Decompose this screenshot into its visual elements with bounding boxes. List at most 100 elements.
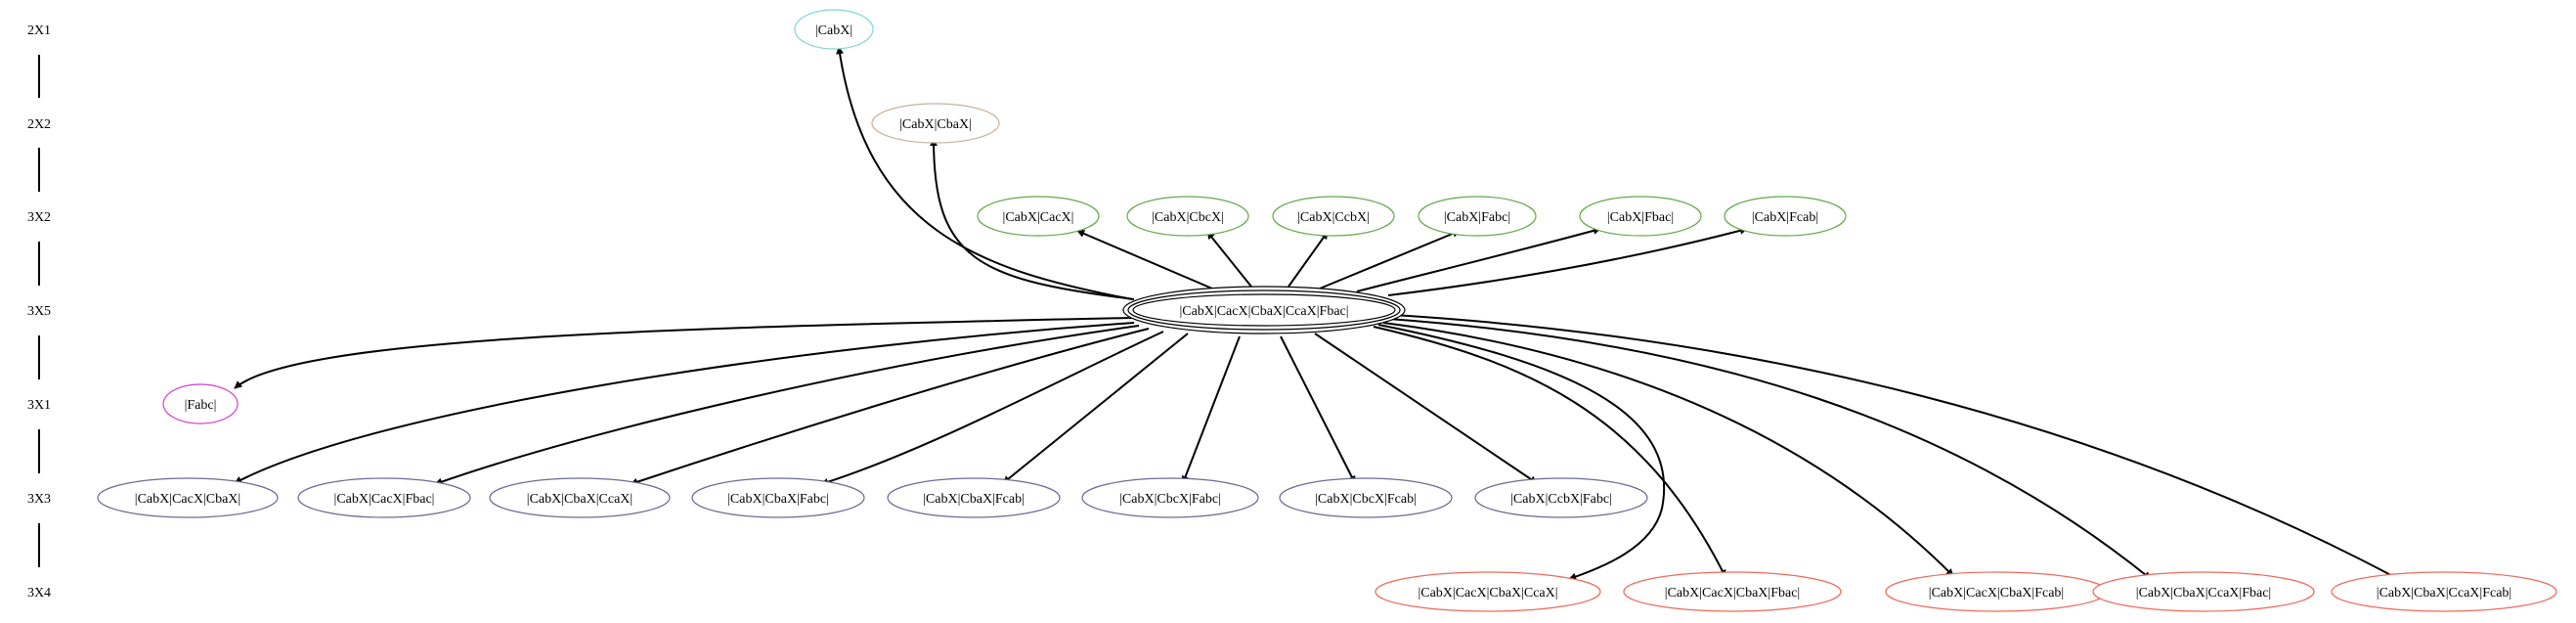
node-2x2-shape: [871, 103, 1000, 144]
edge-center-to-t5: [1392, 314, 2401, 581]
node-center-inner-ring: [1132, 293, 1396, 327]
rank-label-3x4: 3X4: [27, 586, 51, 601]
edge-center-to-s5: [1002, 333, 1189, 484]
edge-center-to-s4: [820, 331, 1164, 486]
node-t1-shape: [1375, 571, 1601, 612]
node-t1-label: |CabX|CacX|CbaX|CcaX|: [1418, 586, 1557, 601]
edge-center-to-s8: [1314, 333, 1538, 484]
edge-center-to-g4: [1319, 230, 1461, 289]
node-s2-shape: [297, 477, 471, 518]
node-s2-label: |CabX|CacX|Fbac|: [334, 492, 435, 507]
edge-center-to-s3: [630, 328, 1150, 486]
node-t1[interactable]: |CabX|CacX|CbaX|CcaX|: [1375, 571, 1601, 612]
node-g4-shape: [1418, 196, 1537, 237]
node-g6-shape: [1724, 196, 1847, 237]
node-s3[interactable]: |CabX|CbaX|CcaX|: [489, 477, 671, 518]
edge-center-to-2x2: [930, 138, 1135, 300]
node-t5-label: |CabX|CbaX|CcaX|Fcab|: [2377, 586, 2511, 601]
edge-center-to-s1: [234, 322, 1135, 484]
node-center-label: |CabX|CacX|CbaX|CcaX|Fbac|: [1179, 304, 1348, 319]
edge-center-to-m1: [234, 317, 1133, 389]
rank-axis: 2X1 2X2 3X2 3X5 3X1 3X3 3X4: [27, 23, 51, 601]
node-2x1-shape: [794, 9, 874, 50]
node-s4[interactable]: |CabX|CbaX|Fabc|: [691, 477, 865, 518]
edge-center-to-g2: [1206, 231, 1252, 288]
node-g2[interactable]: |CabX|CbcX|: [1126, 196, 1249, 237]
node-t5[interactable]: |CabX|CbaX|CcaX|Fcab|: [2331, 571, 2557, 612]
rank-label-2x2: 2X2: [27, 117, 51, 132]
node-g4-label: |CabX|Fabc|: [1444, 210, 1510, 225]
node-s1-label: |CabX|CacX|CbaX|: [135, 492, 240, 507]
node-g2-shape: [1126, 196, 1249, 237]
node-g5-label: |CabX|Fbac|: [1607, 210, 1674, 225]
node-s8-shape: [1474, 477, 1648, 518]
node-t2-label: |CabX|CacX|CbaX|Fbac|: [1665, 586, 1800, 601]
node-g1-shape: [977, 196, 1100, 237]
node-2x1-label: |CabX|: [815, 23, 852, 38]
node-t3[interactable]: |CabX|CacX|CbaX|Fcab|: [1885, 571, 2108, 612]
node-s3-label: |CabX|CbaX|CcaX|: [527, 492, 633, 507]
node-t4[interactable]: |CabX|CbaX|CcaX|Fbac|: [2092, 571, 2315, 612]
edge-center-to-g5: [1356, 227, 1601, 292]
edge-center-to-s6: [1181, 335, 1241, 484]
node-center[interactable]: |CabX|CacX|CbaX|CcaX|Fbac|: [1122, 286, 1406, 334]
node-2x1[interactable]: |CabX|: [794, 9, 874, 50]
edge-center-to-g1: [1076, 230, 1213, 289]
node-t4-shape: [2092, 571, 2315, 612]
node-g6-label: |CabX|Fcab|: [1752, 210, 1818, 225]
rank-label-3x1: 3X1: [27, 398, 51, 413]
node-s7[interactable]: |CabX|CbcX|Fcab|: [1279, 477, 1453, 518]
node-m1-shape: [162, 383, 239, 424]
nodes: |CabX| |CabX|CbaX| |CabX|CacX| |CabX|Cbc…: [97, 9, 2557, 612]
node-s8[interactable]: |CabX|CcbX|Fabc|: [1474, 477, 1648, 518]
node-t4-label: |CabX|CbaX|CcaX|Fbac|: [2136, 586, 2271, 601]
node-g6[interactable]: |CabX|Fcab|: [1724, 196, 1847, 237]
node-t2-shape: [1623, 571, 1842, 612]
rank-label-3x2: 3X2: [27, 210, 51, 225]
edge-center-to-2x1: [836, 46, 1133, 300]
node-g5-shape: [1579, 196, 1702, 237]
node-m1-label: |Fabc|: [185, 398, 217, 413]
node-g3-shape: [1272, 196, 1395, 237]
node-s5-label: |CabX|CbaX|Fcab|: [923, 492, 1025, 507]
node-s5-shape: [887, 477, 1061, 518]
node-m1[interactable]: |Fabc|: [162, 383, 239, 424]
node-g1-label: |CabX|CacX|: [1003, 210, 1074, 225]
node-t3-label: |CabX|CacX|CbaX|Fcab|: [1929, 586, 2064, 601]
edge-center-to-t2: [1373, 326, 1726, 578]
node-g3-label: |CabX|CcbX|: [1297, 210, 1370, 225]
node-s6[interactable]: |CabX|CbcX|Fabc|: [1081, 477, 1259, 518]
edges: [234, 46, 2401, 581]
rank-label-3x5: 3X5: [27, 304, 51, 319]
node-s3-shape: [489, 477, 671, 518]
node-s7-label: |CabX|CbcX|Fcab|: [1315, 492, 1417, 507]
node-s2[interactable]: |CabX|CacX|Fbac|: [297, 477, 471, 518]
edge-center-to-t3: [1382, 322, 1954, 577]
node-g1[interactable]: |CabX|CacX|: [977, 196, 1100, 237]
rank-label-3x3: 3X3: [27, 492, 51, 507]
node-t2[interactable]: |CabX|CacX|CbaX|Fbac|: [1623, 571, 1842, 612]
rank-label-2x1: 2X1: [27, 23, 51, 38]
node-g2-label: |CabX|CbcX|: [1152, 210, 1224, 225]
node-s1-shape: [97, 477, 279, 518]
edge-center-to-s7: [1280, 335, 1356, 484]
node-s6-label: |CabX|CbcX|Fabc|: [1119, 492, 1221, 507]
node-s8-label: |CabX|CcbX|Fabc|: [1510, 492, 1612, 507]
node-s6-shape: [1081, 477, 1259, 518]
node-g3[interactable]: |CabX|CcbX|: [1272, 196, 1395, 237]
node-s4-label: |CabX|CbaX|Fabc|: [727, 492, 829, 507]
node-s5[interactable]: |CabX|CbaX|Fcab|: [887, 477, 1061, 518]
edge-center-to-t1: [1377, 324, 1665, 581]
node-s1[interactable]: |CabX|CacX|CbaX|: [97, 477, 279, 518]
node-s7-shape: [1279, 477, 1453, 518]
edge-center-to-g6: [1387, 226, 1748, 296]
edge-center-to-g3: [1288, 231, 1329, 288]
node-2x2-label: |CabX|CbaX|: [899, 117, 972, 132]
node-g4[interactable]: |CabX|Fabc|: [1418, 196, 1537, 237]
node-s4-shape: [691, 477, 865, 518]
node-g5[interactable]: |CabX|Fbac|: [1579, 196, 1702, 237]
node-2x2[interactable]: |CabX|CbaX|: [871, 103, 1000, 144]
edge-center-to-s2: [434, 325, 1140, 486]
edge-center-to-t4: [1387, 318, 2152, 580]
